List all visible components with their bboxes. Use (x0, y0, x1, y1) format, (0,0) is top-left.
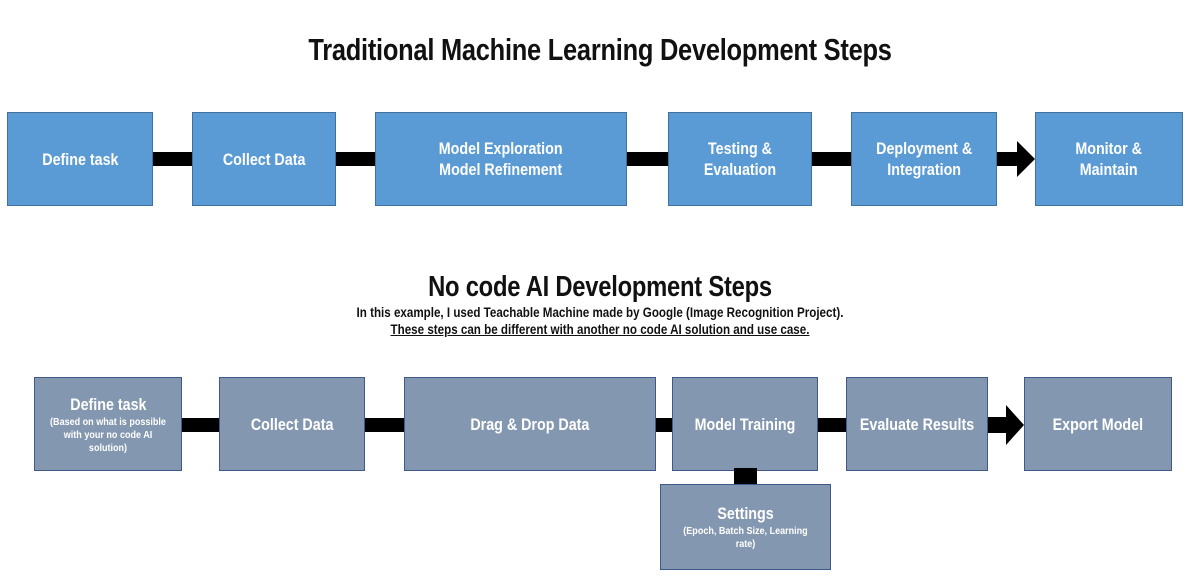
step-label: Deployment & Integration (875, 139, 972, 179)
nocode-step-5-evaluate-results[interactable]: Evaluate Results (846, 377, 988, 471)
step-label: Collect Data (222, 149, 306, 169)
traditional-step-6-monitor-maintain[interactable]: Monitor & Maintain (1035, 112, 1183, 206)
traditional-step-4-testing-evaluation[interactable]: Testing & Evaluation (668, 112, 812, 206)
step-label: Model Exploration Model Refinement (439, 139, 563, 179)
step-label: Evaluate Results (859, 414, 975, 434)
traditional-step-3-model-exploration[interactable]: Model Exploration Model Refinement (375, 112, 627, 206)
traditional-connector-3-4 (627, 152, 668, 166)
step-label: Export Model (1052, 414, 1144, 434)
traditional-step-1-define-task[interactable]: Define task (7, 112, 153, 206)
nocode-connector-4-5 (818, 418, 846, 432)
step-sublabel: (Based on what is possible with your no … (50, 415, 166, 454)
nocode-step-2-collect-data[interactable]: Collect Data (219, 377, 365, 471)
nocode-subtitle-line-1: In this example, I used Teachable Machin… (356, 305, 844, 320)
traditional-connector-2-3 (336, 152, 375, 166)
nocode-branch-connector (734, 468, 757, 485)
nocode-step-3-drag-drop-data[interactable]: Drag & Drop Data (404, 377, 656, 471)
step-label: Define task (41, 149, 119, 169)
nocode-connector-2-3 (365, 418, 404, 432)
nocode-step-1-define-task[interactable]: Define task (Based on what is possible w… (34, 377, 182, 471)
step-label: Monitor & Maintain (1075, 139, 1143, 179)
nocode-step-4-model-training[interactable]: Model Training (672, 377, 818, 471)
traditional-step-5-deployment-integration[interactable]: Deployment & Integration (851, 112, 997, 206)
step-label: Collect Data (250, 414, 334, 434)
nocode-arrow-icon (988, 404, 1024, 446)
nocode-branch-settings[interactable]: Settings (Epoch, Batch Size, Learning ra… (660, 484, 831, 570)
nocode-step-6-export-model[interactable]: Export Model (1024, 377, 1172, 471)
nocode-section-title: No code AI Development Steps (428, 271, 772, 303)
branch-sublabel: (Epoch, Batch Size, Learning rate) (683, 525, 808, 550)
traditional-step-2-collect-data[interactable]: Collect Data (192, 112, 336, 206)
traditional-section-title: Traditional Machine Learning Development… (308, 32, 892, 67)
step-label: Drag & Drop Data (470, 414, 590, 434)
nocode-connector-3-4 (656, 418, 672, 432)
step-label: Testing & Evaluation (703, 139, 777, 179)
nocode-subtitle-line-2: These steps can be different with anothe… (390, 322, 810, 337)
branch-label: Settings (717, 504, 774, 523)
nocode-connector-1-2 (182, 418, 219, 432)
step-label: Model Training (694, 414, 796, 434)
traditional-arrow-icon (997, 139, 1035, 179)
traditional-connector-4-5 (812, 152, 851, 166)
traditional-connector-1-2 (153, 152, 192, 166)
step-label: Define task (69, 394, 147, 414)
